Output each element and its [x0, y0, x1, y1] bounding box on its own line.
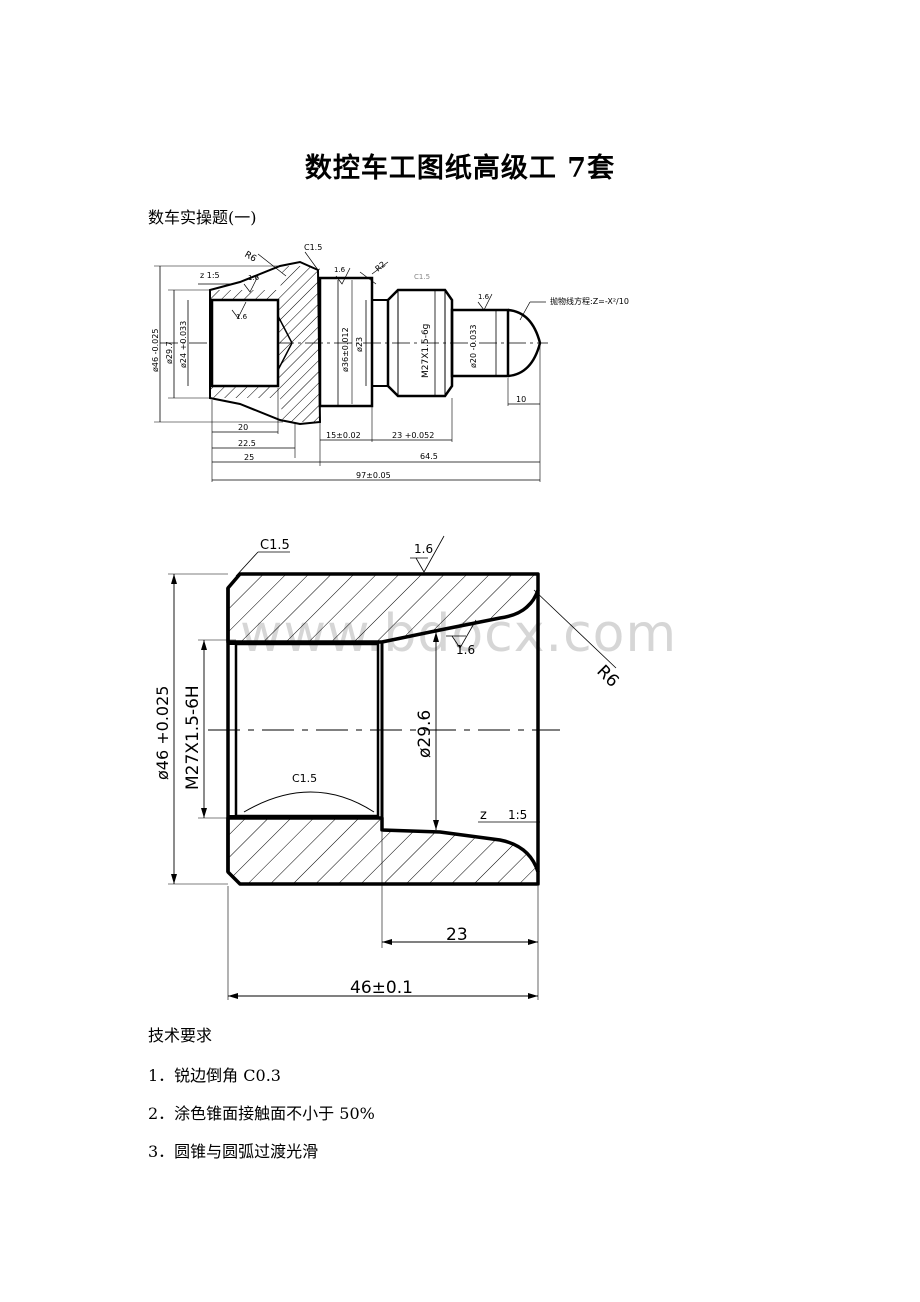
drawing2-roughness-mid: 1.6 [456, 643, 475, 657]
drawing1-len25: 25 [244, 453, 254, 462]
drawing1-c15-label: C1.5 [304, 243, 322, 252]
drawing1-dia24: ø24 +0.033 [179, 321, 188, 368]
drawing1-len15: 15±0.02 [326, 431, 361, 440]
drawing1-len10: 10 [516, 395, 526, 404]
drawing2-thread: M27X1.5-6H [183, 685, 203, 790]
drawing1-dia46: ø46 -0.025 [151, 329, 160, 372]
drawing1-len97: 97±0.05 [356, 471, 391, 480]
requirement-item: 3．圆锥与圆弧过渡光滑 [148, 1142, 319, 1161]
drawing2-len46: 46±0.1 [350, 978, 413, 998]
sleeve-drawing: C1.5 1.6 1.6 R6 ø46 +0.025 M27X1.5-6H ø2… [153, 535, 623, 1000]
drawing1-len23: 23 +0.052 [392, 431, 434, 440]
drawing2-taper-ratio: 1:5 [508, 808, 527, 822]
drawing1-len645: 64.5 [420, 452, 438, 461]
drawing1-len20: 20 [238, 423, 248, 432]
drawing2-len23: 23 [446, 925, 468, 945]
drawing1-thread: M27X1.5-6g [421, 324, 431, 378]
requirements-heading: 技术要求 [148, 1026, 213, 1045]
drawing2-dia296: ø29.6 [415, 710, 435, 758]
drawing2-c15-inner: C1.5 [292, 772, 317, 785]
drawing1-taper-label: z 1:5 [200, 271, 220, 280]
drawing1-dia20: ø20 -0.033 [469, 325, 478, 368]
requirement-item: 2．涂色锥面接触面不小于 50% [148, 1104, 375, 1123]
drawing2-roughness-top: 1.6 [414, 542, 433, 556]
drawing1-roughness-c: 1.6 [334, 266, 346, 274]
document-subtitle: 数车实操题(一) [148, 208, 257, 227]
drawing2-c15-top: C1.5 [260, 538, 290, 553]
document-title: 数控车工图纸高级工 7套 [304, 153, 616, 184]
drawing1-len225: 22.5 [238, 439, 256, 448]
drawing2-r6: R6 [592, 661, 622, 691]
drawing1-dia29: ø29.7 [165, 341, 174, 364]
drawing1-parabola-label: 抛物线方程:Z=-X²/10 [550, 296, 629, 306]
drawing1-dia36: ø36±0.012 [341, 327, 350, 372]
drawing2-dia46: ø46 +0.025 [153, 686, 172, 780]
drawing1-roughness-d: 1.6 [478, 293, 490, 301]
drawing1-roughness-b: 1.6 [236, 313, 248, 321]
shaft-drawing: R6 C1.5 R2 C1.5 1.6 1.6 1.6 1.6 z 1:5 抛物… [151, 243, 629, 482]
drawing1-c15-gray-label: C1.5 [414, 273, 430, 281]
drawing1-dia23: ø23 [355, 337, 364, 352]
drawing2-taper-z: z [480, 808, 487, 823]
requirement-item: 1．锐边倒角 C0.3 [148, 1066, 281, 1085]
drawing1-roughness-a: 1.6 [248, 274, 260, 282]
